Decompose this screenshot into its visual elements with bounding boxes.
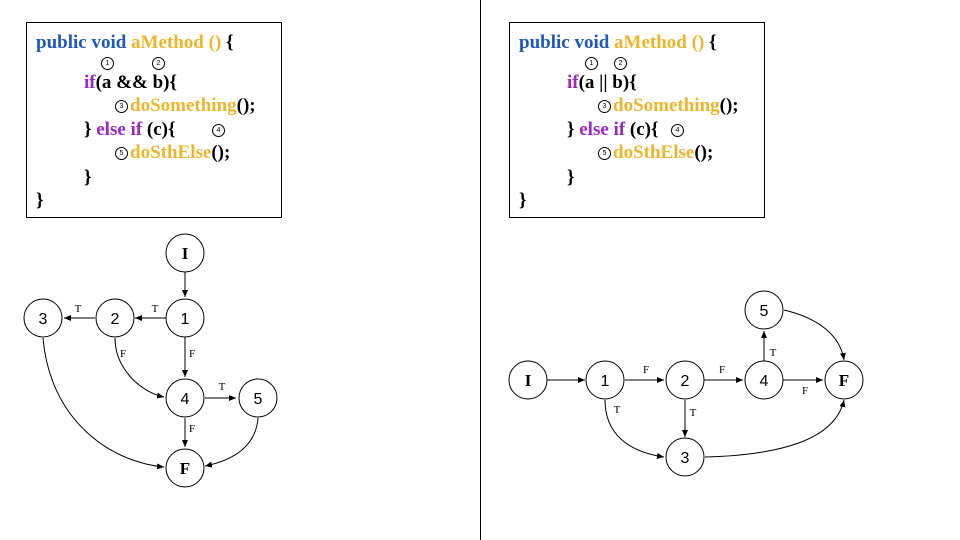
right-code-line-4: } else if (c){ [567,119,659,140]
right-node-1-label: 1 [601,373,610,390]
right-edge-4-F-label: F [802,385,808,397]
left-edge-1-2-label: T [152,303,159,315]
left-node-5 [238,378,278,418]
left-node-F [165,448,205,488]
left-node-I-label: I [182,244,189,263]
right-statement-marker-3: 3 [598,100,611,113]
right-condition-marker-4: 4 [671,124,684,137]
left-statement-marker-3: 3 [115,100,128,113]
right-node-1 [585,360,625,400]
right-node-F [824,360,864,400]
left-code-line-3: doSomething(); [130,95,256,116]
right-edge-1-2-label: F [643,364,649,376]
left-condition-marker-4: 4 [212,124,225,137]
right-node-4-label: 4 [760,373,769,390]
left-edge-3-F [42,337,165,470]
right-edge-5-F [783,309,846,361]
right-code-line-2: if(a || b){ [567,72,637,93]
right-code-line-6: } [567,167,575,188]
left-node-5-label: 5 [254,391,263,408]
right-code-line-1: public void aMethod () { [519,32,717,53]
right-edge-1-3-label: T [614,404,621,416]
right-code-box: public void aMethod () { 1 2 if(a || b){… [509,22,765,218]
right-flow-graph [508,290,864,477]
left-edge-2-3-label: T [75,303,82,315]
right-edge-2-4-label: F [719,364,725,376]
left-node-F-label: F [180,459,190,478]
left-condition-marker-1: 1 [101,57,114,70]
left-node-3-label: 3 [39,311,48,328]
left-code-line-4: } else if (c){ [84,119,176,140]
left-node-1-label: 1 [181,311,190,328]
left-edge-2-4 [114,337,165,399]
left-node-4-label: 4 [181,391,190,408]
left-node-I [165,233,205,273]
left-node-2-label: 2 [111,311,120,328]
right-node-I [508,360,548,400]
right-statement-marker-5: 5 [598,147,611,160]
left-node-2 [95,298,135,338]
left-code-line-2: if(a && b){ [84,72,177,93]
right-node-2 [665,360,705,400]
left-node-4 [165,378,205,418]
right-code-line-3: doSomething(); [613,95,739,116]
left-node-1 [165,298,205,338]
left-edge-1-4-label: F [189,348,195,360]
right-code-line-5: doSthElse(); [613,142,714,163]
left-flow-graph [23,233,278,488]
right-node-5 [744,290,784,330]
right-condition-marker-2: 2 [614,57,627,70]
left-code-line-5: doSthElse(); [130,142,231,163]
right-edge-1-3 [604,399,665,459]
left-code-line-1: public void aMethod () { [36,32,234,53]
right-node-4 [744,360,784,400]
left-node-3 [23,298,63,338]
left-statement-marker-5: 5 [115,147,128,160]
right-edge-3-F [704,399,846,458]
right-node-F-label: F [839,371,849,390]
left-code-line-7: } [36,190,44,211]
left-edge-2-4-label: F [120,348,126,360]
right-node-2-label: 2 [681,373,690,390]
left-edge-4-F-label: F [189,423,195,435]
left-condition-marker-2: 2 [152,57,165,70]
right-edge-4-5-label: T [770,347,777,359]
right-node-5-label: 5 [760,303,769,320]
panel-divider [480,0,481,540]
right-edge-2-3-label: T [690,407,697,419]
right-condition-marker-1: 1 [585,57,598,70]
left-code-box: public void aMethod () { 1 2 if(a && b){… [26,22,282,218]
right-node-3-label: 3 [681,450,690,467]
right-node-I-label: I [525,371,532,390]
right-code-line-7: } [519,190,527,211]
right-node-3 [665,437,705,477]
left-edge-4-5-label: T [219,381,226,393]
left-edge-5-F [204,417,259,468]
left-code-line-6: } [84,167,92,188]
